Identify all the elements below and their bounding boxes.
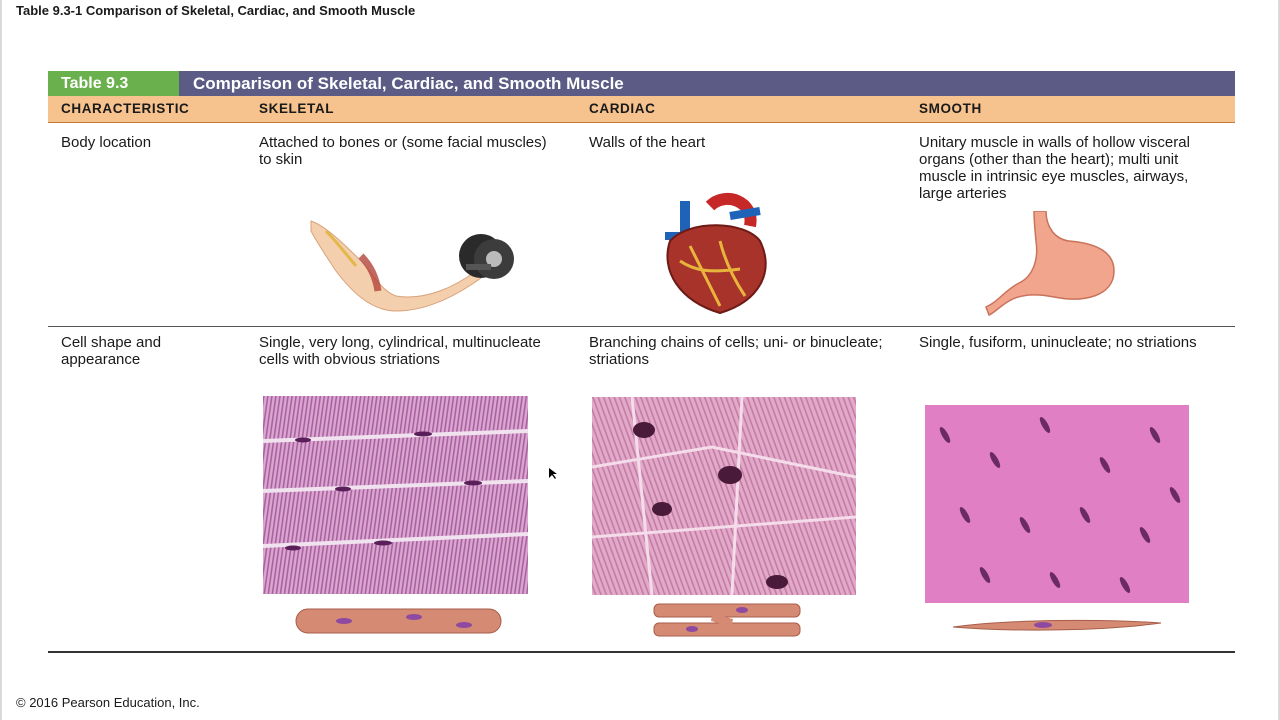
row1-skeletal: Attached to bones or (some facial muscle… <box>259 134 547 168</box>
slide-title: Table 9.3-1 Comparison of Skeletal, Card… <box>16 3 416 18</box>
table-bottom-rule <box>48 651 1235 653</box>
row2-cardiac: Branching chains of cells; uni- or binuc… <box>589 334 883 368</box>
skeletal-cell-drawing <box>294 603 504 639</box>
right-frame-edge <box>1278 0 1280 720</box>
row1-smooth: Unitary muscle in walls of hollow viscer… <box>919 134 1190 202</box>
skeletal-micrograph <box>263 396 528 594</box>
row2-characteristic: Cell shape and appearance <box>61 334 162 368</box>
comparison-table: Table 9.3 Comparison of Skeletal, Cardia… <box>48 71 1235 654</box>
row-divider <box>48 326 1235 327</box>
cardiac-cell-drawing <box>652 601 802 641</box>
left-frame-edge <box>0 0 2 720</box>
stomach-illustration <box>984 211 1119 316</box>
cardiac-micrograph <box>592 397 856 595</box>
table-title: Comparison of Skeletal, Cardiac, and Smo… <box>193 74 624 93</box>
heart-illustration <box>650 191 775 316</box>
table-header-band: Table 9.3 Comparison of Skeletal, Cardia… <box>48 71 1235 96</box>
column-header-skeletal: SKELETAL <box>259 101 335 116</box>
row1-characteristic: Body location <box>61 134 152 151</box>
row2-skeletal: Single, very long, cylindrical, multinuc… <box>259 334 541 368</box>
column-header-row: CHARACTERISTIC SKELETAL CARDIAC SMOOTH <box>48 96 1235 123</box>
column-header-characteristic: CHARACTERISTIC <box>61 101 190 116</box>
row2-smooth: Single, fusiform, uninucleate; no striat… <box>919 334 1197 351</box>
column-header-smooth: SMOOTH <box>919 101 982 116</box>
column-header-cardiac: CARDIAC <box>589 101 656 116</box>
table-number: Table 9.3 <box>48 71 179 96</box>
smooth-micrograph <box>925 405 1189 603</box>
smooth-cell-drawing <box>953 617 1163 633</box>
copyright-notice: © 2016 Pearson Education, Inc. <box>16 695 200 710</box>
row1-cardiac: Walls of the heart <box>589 134 706 151</box>
mouse-cursor-icon <box>549 468 557 480</box>
arm-dumbbell-illustration <box>306 216 521 316</box>
